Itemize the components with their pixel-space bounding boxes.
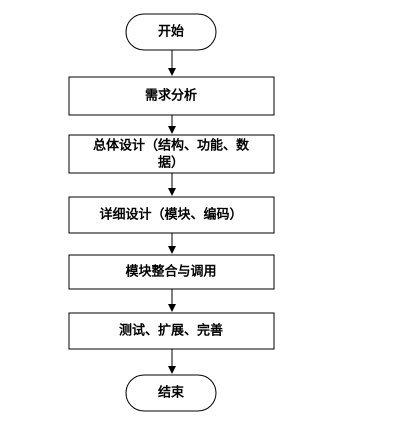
process-step-3-label: 详细设计（模块、编码） [99,207,242,223]
process-step-5: 测试、扩展、完善 [68,312,275,350]
process-step-3-box [68,196,275,234]
end-label: 结束 [158,385,185,401]
process-step-3: 详细设计（模块、编码） [68,196,275,234]
process-step-1: 需求分析 [68,76,275,116]
process-step-2: 总体设计（结构、功能、数 据） [68,134,275,174]
process-step-4: 模块整合与调用 [68,254,275,290]
start-label: 开始 [158,24,184,40]
process-step-1-box [68,76,275,116]
process-step-4-label: 模块整合与调用 [125,264,216,280]
process-step-2-label-line-1: 总体设计（结构、功能、数 [93,138,250,154]
end-node: 结束 [125,374,217,412]
process-step-1-label: 需求分析 [145,88,197,104]
start-terminal-shape [125,13,217,51]
start-node: 开始 [125,13,217,51]
process-step-2-box [68,134,275,174]
process-step-2-label-line-2: 据） [158,155,184,171]
process-step-5-box [68,312,275,350]
process-step-5-label: 测试、扩展、完善 [119,323,223,339]
process-step-4-box [68,254,275,290]
end-terminal-shape [125,374,217,412]
